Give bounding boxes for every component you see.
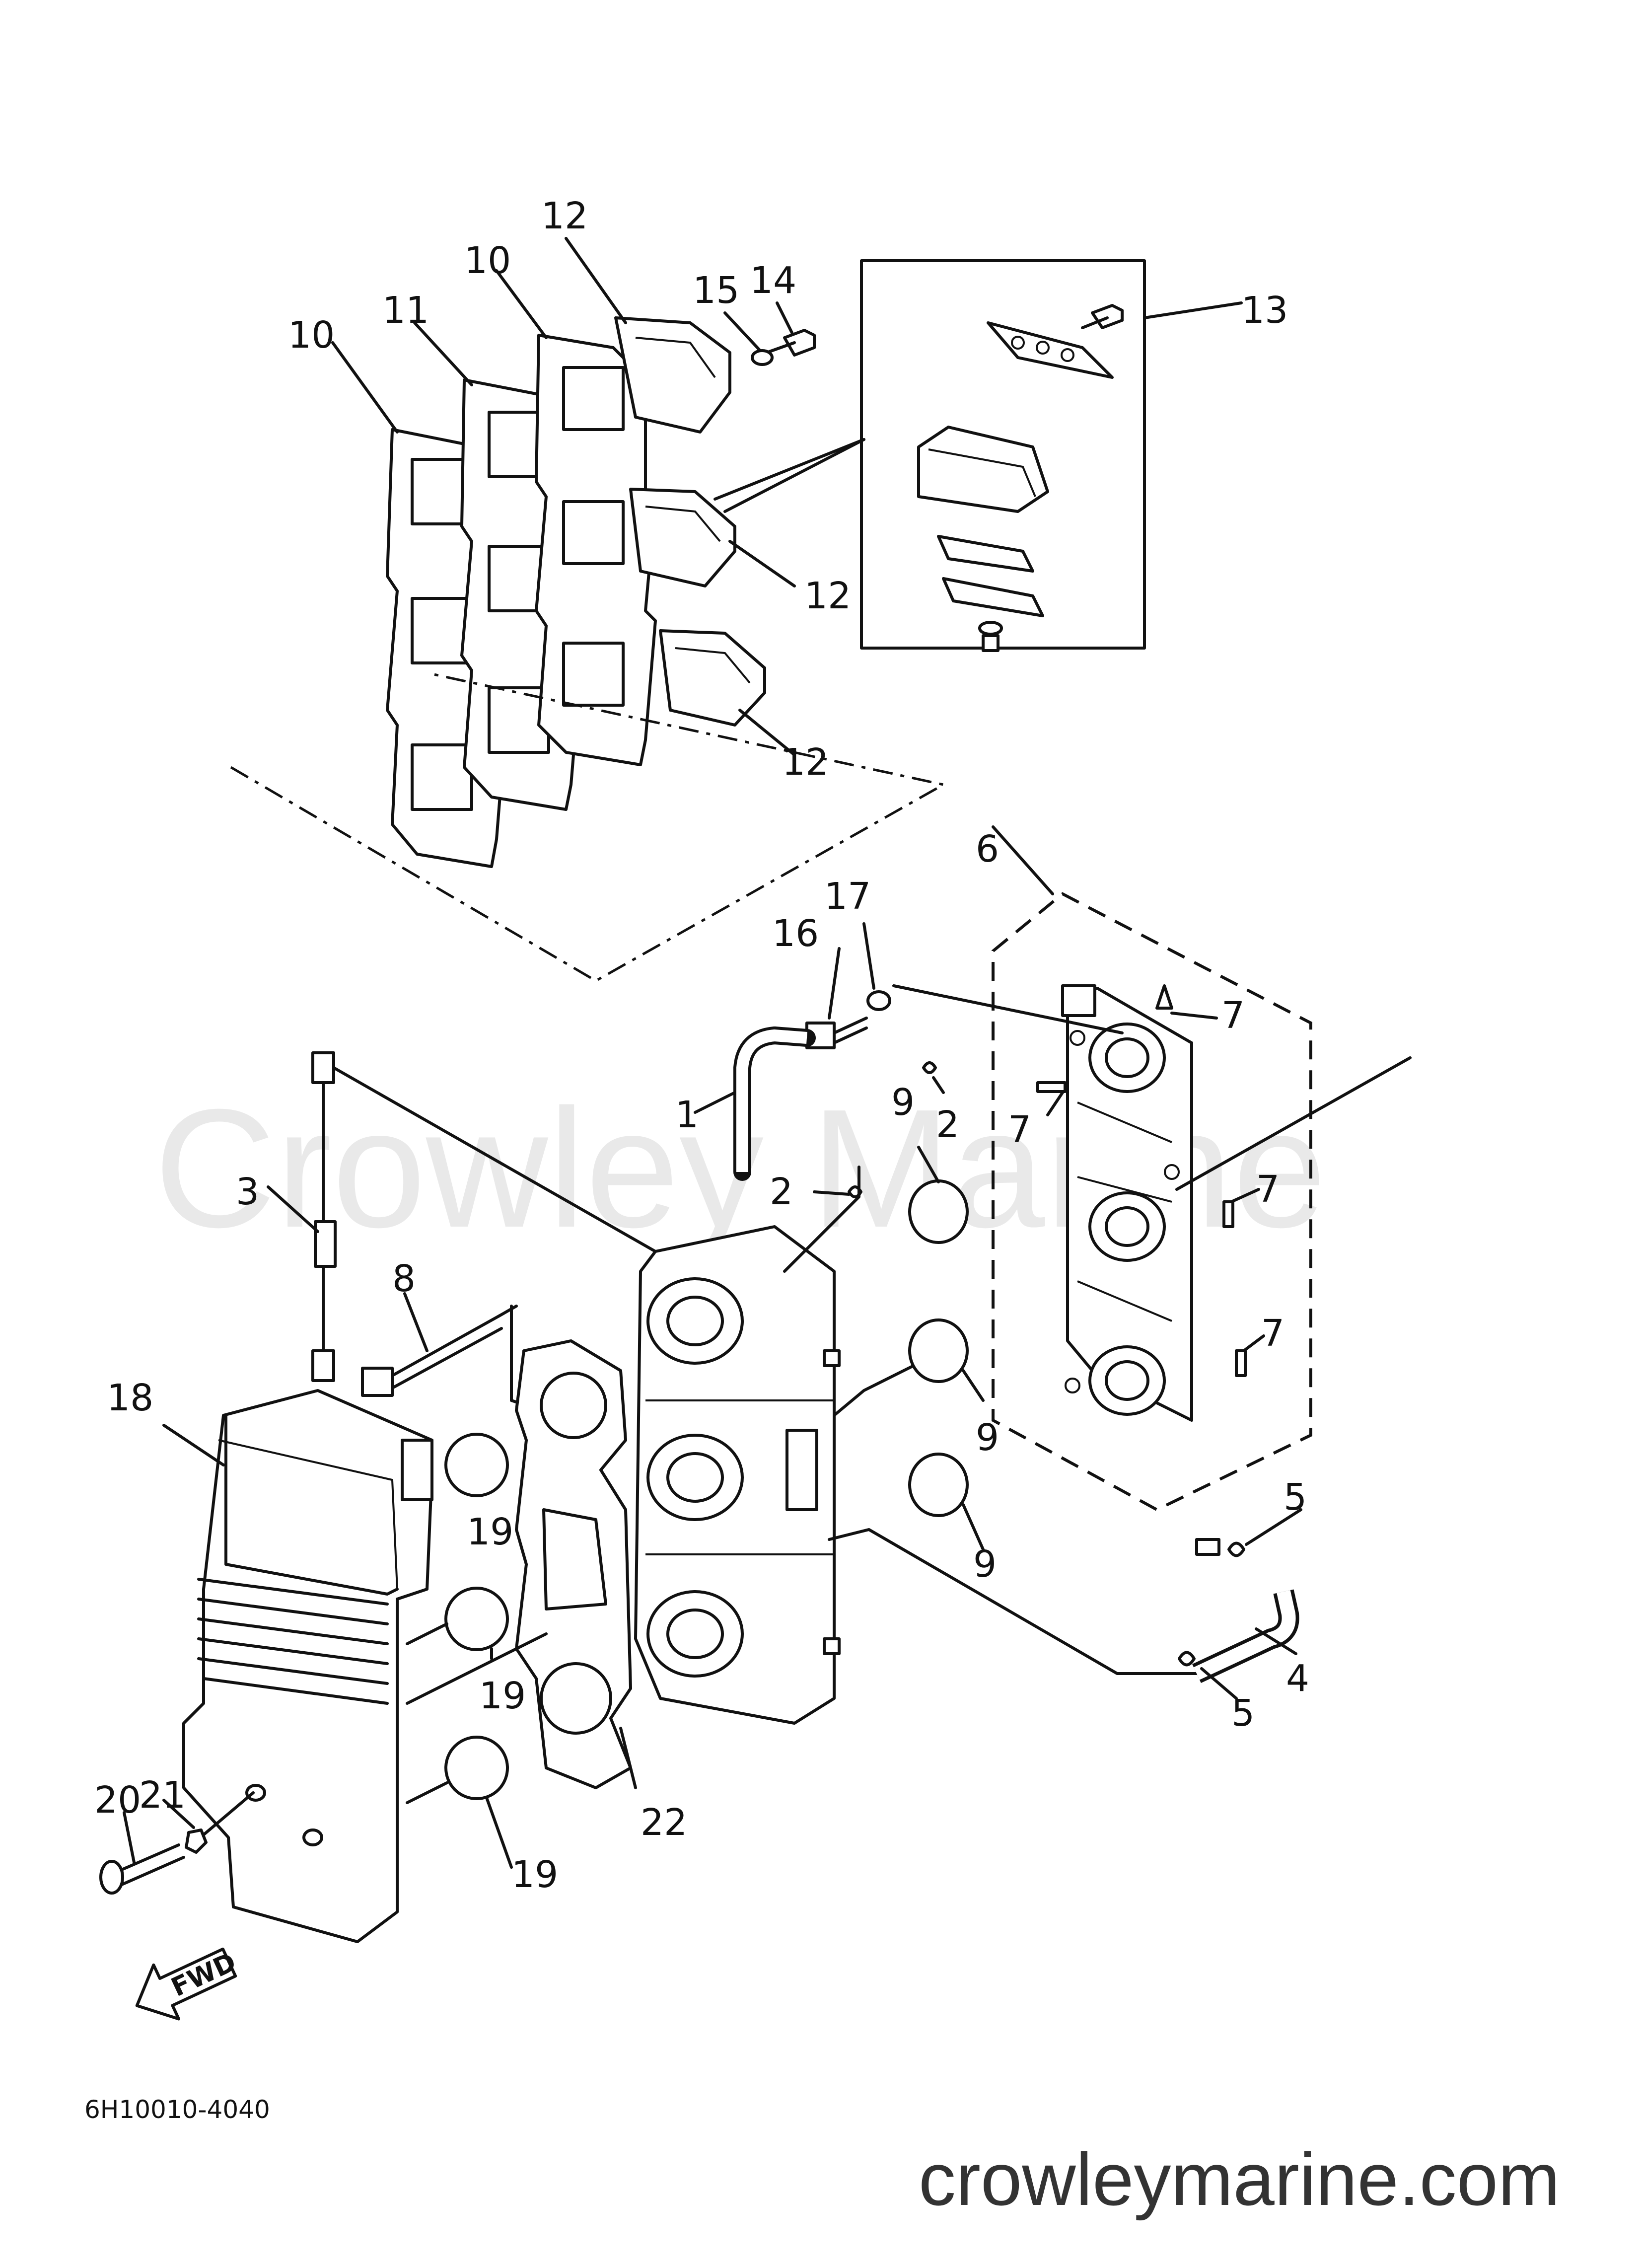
link-rod-3	[267, 1051, 657, 1382]
callout-7-a: 7	[1221, 994, 1245, 1037]
guide-gasket-to-manifold	[230, 671, 947, 982]
callout-14: 14	[750, 259, 796, 302]
oring-19-b	[444, 1587, 509, 1651]
reed-valve-12-mid	[629, 488, 736, 587]
callout-12-top: 12	[541, 195, 588, 237]
callout-5-lower: 5	[1231, 1692, 1255, 1735]
callout-3: 3	[236, 1171, 259, 1213]
leaders-upper	[331, 237, 796, 756]
intake-manifold-6	[992, 892, 1312, 1512]
callout-5-upper: 5	[1284, 1476, 1307, 1519]
callout-12-mid: 12	[804, 575, 851, 617]
callout-17: 17	[824, 875, 871, 918]
hose-4	[1192, 1589, 1299, 1683]
callout-13: 13	[1241, 289, 1288, 332]
reed-valve-detail-inset	[714, 259, 1243, 652]
callout-7-d: 7	[1261, 1312, 1285, 1355]
callout-19-b: 19	[479, 1675, 526, 1717]
silencer-18	[162, 1389, 433, 1943]
callout-4: 4	[1286, 1657, 1309, 1700]
forward-arrow: FWD	[135, 1947, 241, 2021]
oring-9-b	[908, 1318, 969, 1383]
callout-19-c: 19	[511, 1853, 558, 1896]
callout-6: 6	[976, 828, 999, 871]
callout-19-a: 19	[467, 1511, 513, 1553]
oring-19-a	[444, 1433, 509, 1497]
carburetor-body	[634, 1225, 841, 1725]
callout-21: 21	[139, 1774, 186, 1817]
callout-10-back: 10	[464, 239, 511, 282]
callout-20-visible: 20	[94, 1779, 141, 1822]
bolt-16	[805, 1017, 868, 1049]
callout-2-upper: 2	[936, 1103, 959, 1146]
leader-6	[992, 825, 1054, 895]
drawing-code: 6H10010-4040	[84, 2095, 270, 2124]
callout-16: 16	[772, 912, 819, 955]
bolt-8	[361, 1292, 528, 1407]
gasket-10-rear	[535, 334, 657, 766]
gasket-22	[515, 1339, 637, 1789]
callout-22: 22	[641, 1801, 687, 1844]
callout-9-b: 9	[976, 1416, 999, 1459]
callout-2-lower: 2	[770, 1171, 793, 1213]
leader-16	[828, 947, 841, 1020]
callout-7-b: 7	[1008, 1108, 1031, 1151]
reed-valve-12-bottom	[659, 629, 766, 727]
callout-12-bottom: 12	[782, 741, 829, 784]
callouts: 12 10 11 10 15 14 13 12 12 6 17 16 7 1 9…	[107, 195, 1309, 1896]
callout-9-a: 9	[891, 1081, 915, 1124]
oring-9-c	[908, 1453, 969, 1517]
forward-label: FWD	[167, 1947, 241, 2003]
washer-17	[866, 990, 891, 1011]
dowels-7	[1036, 984, 1265, 1377]
callout-8: 8	[392, 1257, 416, 1300]
callout-9-c: 9	[973, 1543, 997, 1586]
washer-21	[185, 1829, 208, 1854]
washer-15	[751, 349, 774, 366]
callout-1: 1	[675, 1094, 699, 1136]
oring-19-c	[444, 1736, 509, 1800]
guide-right	[892, 984, 1412, 1191]
callout-15: 15	[693, 269, 739, 312]
callout-11: 11	[382, 289, 429, 332]
website-url[interactable]: crowleymarine.com	[919, 2137, 1560, 2221]
clip-2-upper	[922, 1061, 937, 1074]
callout-7-c: 7	[1256, 1168, 1280, 1211]
callout-10-front: 10	[288, 314, 335, 357]
clip-2-lower	[848, 1185, 862, 1198]
callout-18: 18	[107, 1377, 153, 1419]
fitting-5	[1178, 1508, 1302, 1700]
leaders-19	[406, 1622, 548, 1869]
leader-17	[862, 922, 875, 990]
reed-valve-12-top	[614, 316, 731, 434]
oring-9-a	[908, 1179, 969, 1244]
